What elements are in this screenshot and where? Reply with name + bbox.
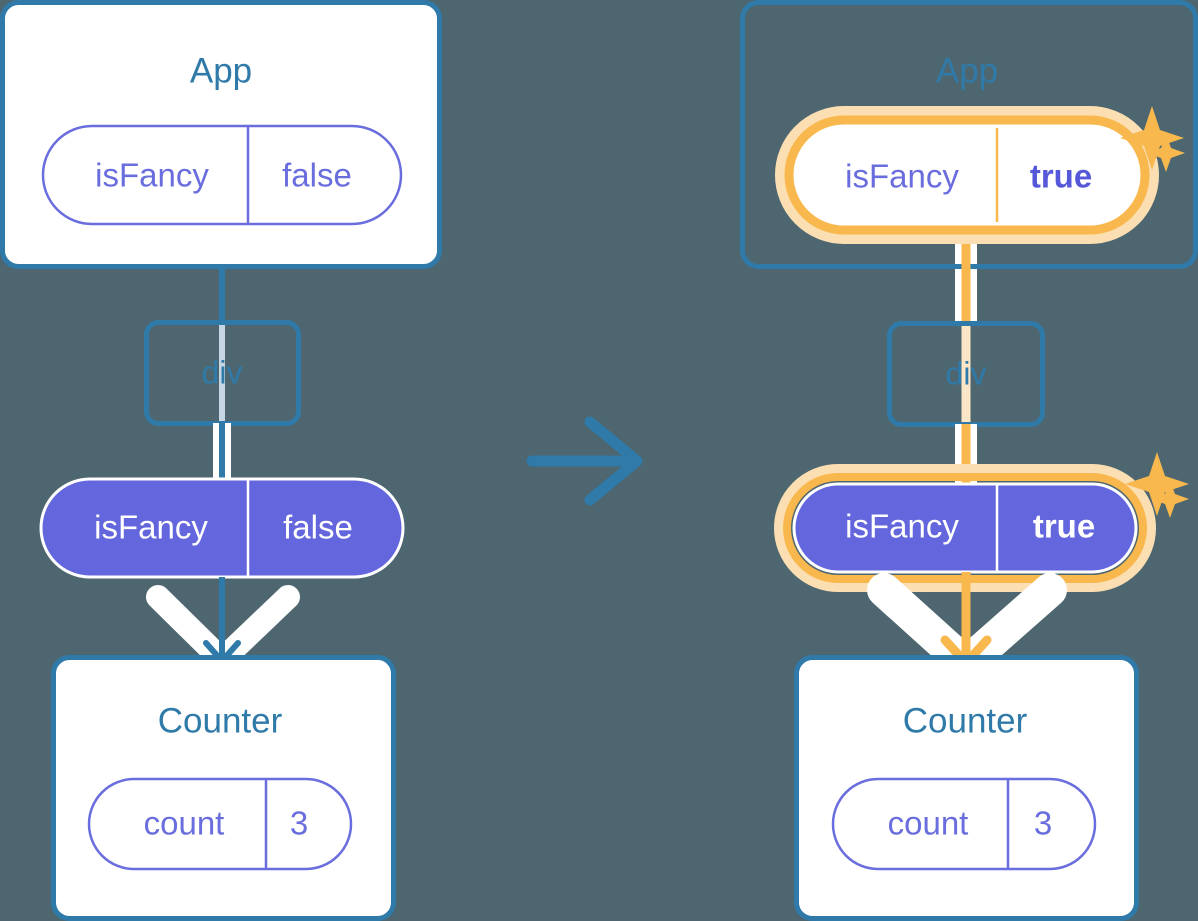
right-app-state-value: true bbox=[1030, 158, 1092, 195]
right-counter-state-pill bbox=[831, 777, 1097, 871]
left-app-state-pill bbox=[41, 124, 403, 226]
left-div-title: div bbox=[202, 354, 243, 390]
sparkle-small-bottom bbox=[1151, 480, 1189, 518]
right-prop-key: isFancy bbox=[845, 508, 959, 545]
arrow-right-icon bbox=[526, 416, 643, 506]
right-prop-value: true bbox=[1033, 508, 1095, 545]
right-counter-state-key: count bbox=[888, 805, 969, 842]
right-div-title: div bbox=[946, 355, 987, 391]
left-counter-state-key: count bbox=[144, 805, 225, 842]
left-prop-key: isFancy bbox=[94, 509, 208, 546]
left-app-state-key: isFancy bbox=[95, 157, 209, 194]
right-counter-title: Counter bbox=[903, 701, 1028, 740]
left-app-state-value: false bbox=[282, 157, 352, 194]
right-app-title: App bbox=[936, 51, 998, 90]
right-app-state-glow bbox=[775, 106, 1159, 244]
sparkle-small-top bbox=[1147, 134, 1185, 172]
right-app-state-ring bbox=[784, 115, 1150, 235]
left-prop-value: false bbox=[283, 509, 353, 546]
left-app-title: App bbox=[190, 51, 252, 90]
right-app-state-key: isFancy bbox=[845, 158, 959, 195]
sparkle-large-top bbox=[1120, 106, 1184, 170]
left-counter-title: Counter bbox=[158, 701, 283, 740]
right-counter-state-value: 3 bbox=[1034, 805, 1052, 842]
left-counter-state-value: 3 bbox=[290, 805, 308, 842]
left-counter-state-pill bbox=[87, 777, 353, 871]
sparkle-large-bottom bbox=[1125, 452, 1189, 516]
